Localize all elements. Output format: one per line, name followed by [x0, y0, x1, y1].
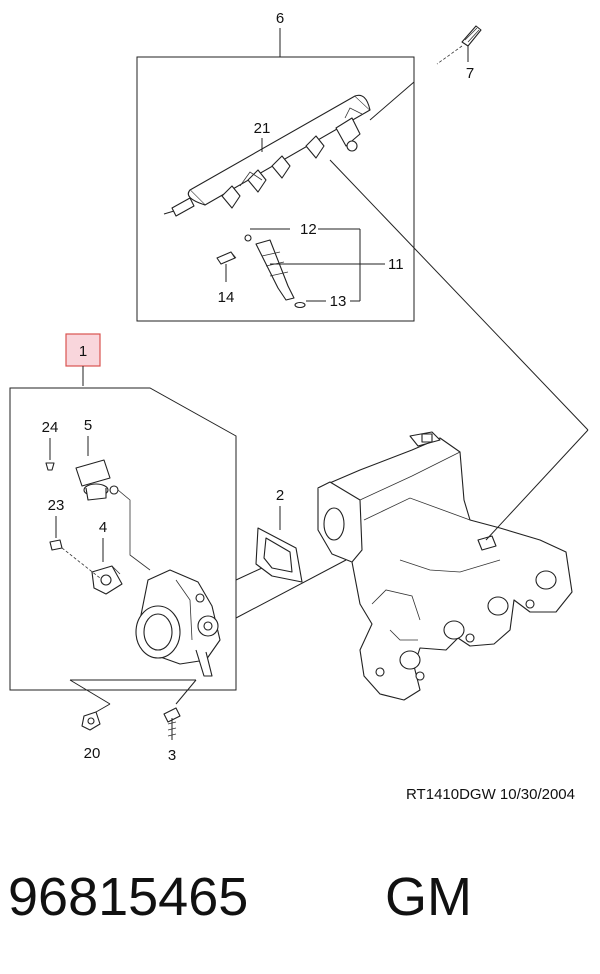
callout-11: 11 — [388, 256, 404, 273]
callout-2: 2 — [276, 487, 284, 504]
callout-5: 5 — [84, 417, 92, 434]
callout-21: 21 — [254, 120, 271, 137]
drawing-reference: RT1410DGW 10/30/2004 — [406, 786, 575, 803]
idle-air-control-valve — [75, 459, 119, 501]
throttle-body-group: 1 24 5 23 4 — [9, 333, 347, 764]
callout-3: 3 — [168, 747, 176, 764]
screw-24 — [45, 462, 55, 471]
throttle-body-box — [9, 387, 237, 691]
callout-20: 20 — [84, 745, 101, 762]
callout-6: 6 — [276, 10, 284, 27]
callout-1-highlight — [65, 333, 101, 367]
nut-20 — [81, 711, 101, 731]
gasket-2: 2 — [255, 487, 303, 583]
callout-12: 12 — [300, 221, 317, 238]
callout-4: 4 — [99, 519, 107, 536]
callout-23: 23 — [48, 497, 65, 514]
bolt-3 — [163, 707, 181, 740]
screw-23 — [49, 539, 63, 551]
callout-1: 1 — [79, 343, 87, 360]
throttle-body — [135, 569, 221, 677]
fuel-rail — [163, 94, 371, 217]
throttle-position-sensor — [91, 565, 123, 595]
brand-label: GM — [385, 867, 472, 927]
part-number: 96815465 — [8, 867, 248, 927]
fuel-injector — [244, 234, 306, 309]
callout-13: 13 — [330, 293, 347, 310]
callout-7: 7 — [466, 65, 474, 82]
intake-manifold — [317, 429, 589, 701]
fuel-rail-box — [136, 56, 415, 322]
callout-14: 14 — [218, 289, 235, 306]
clip-14 — [216, 251, 237, 265]
callout-24: 24 — [42, 419, 59, 436]
fuel-rail-group: 6 7 21 — [136, 10, 589, 431]
screw-7 — [436, 25, 482, 65]
